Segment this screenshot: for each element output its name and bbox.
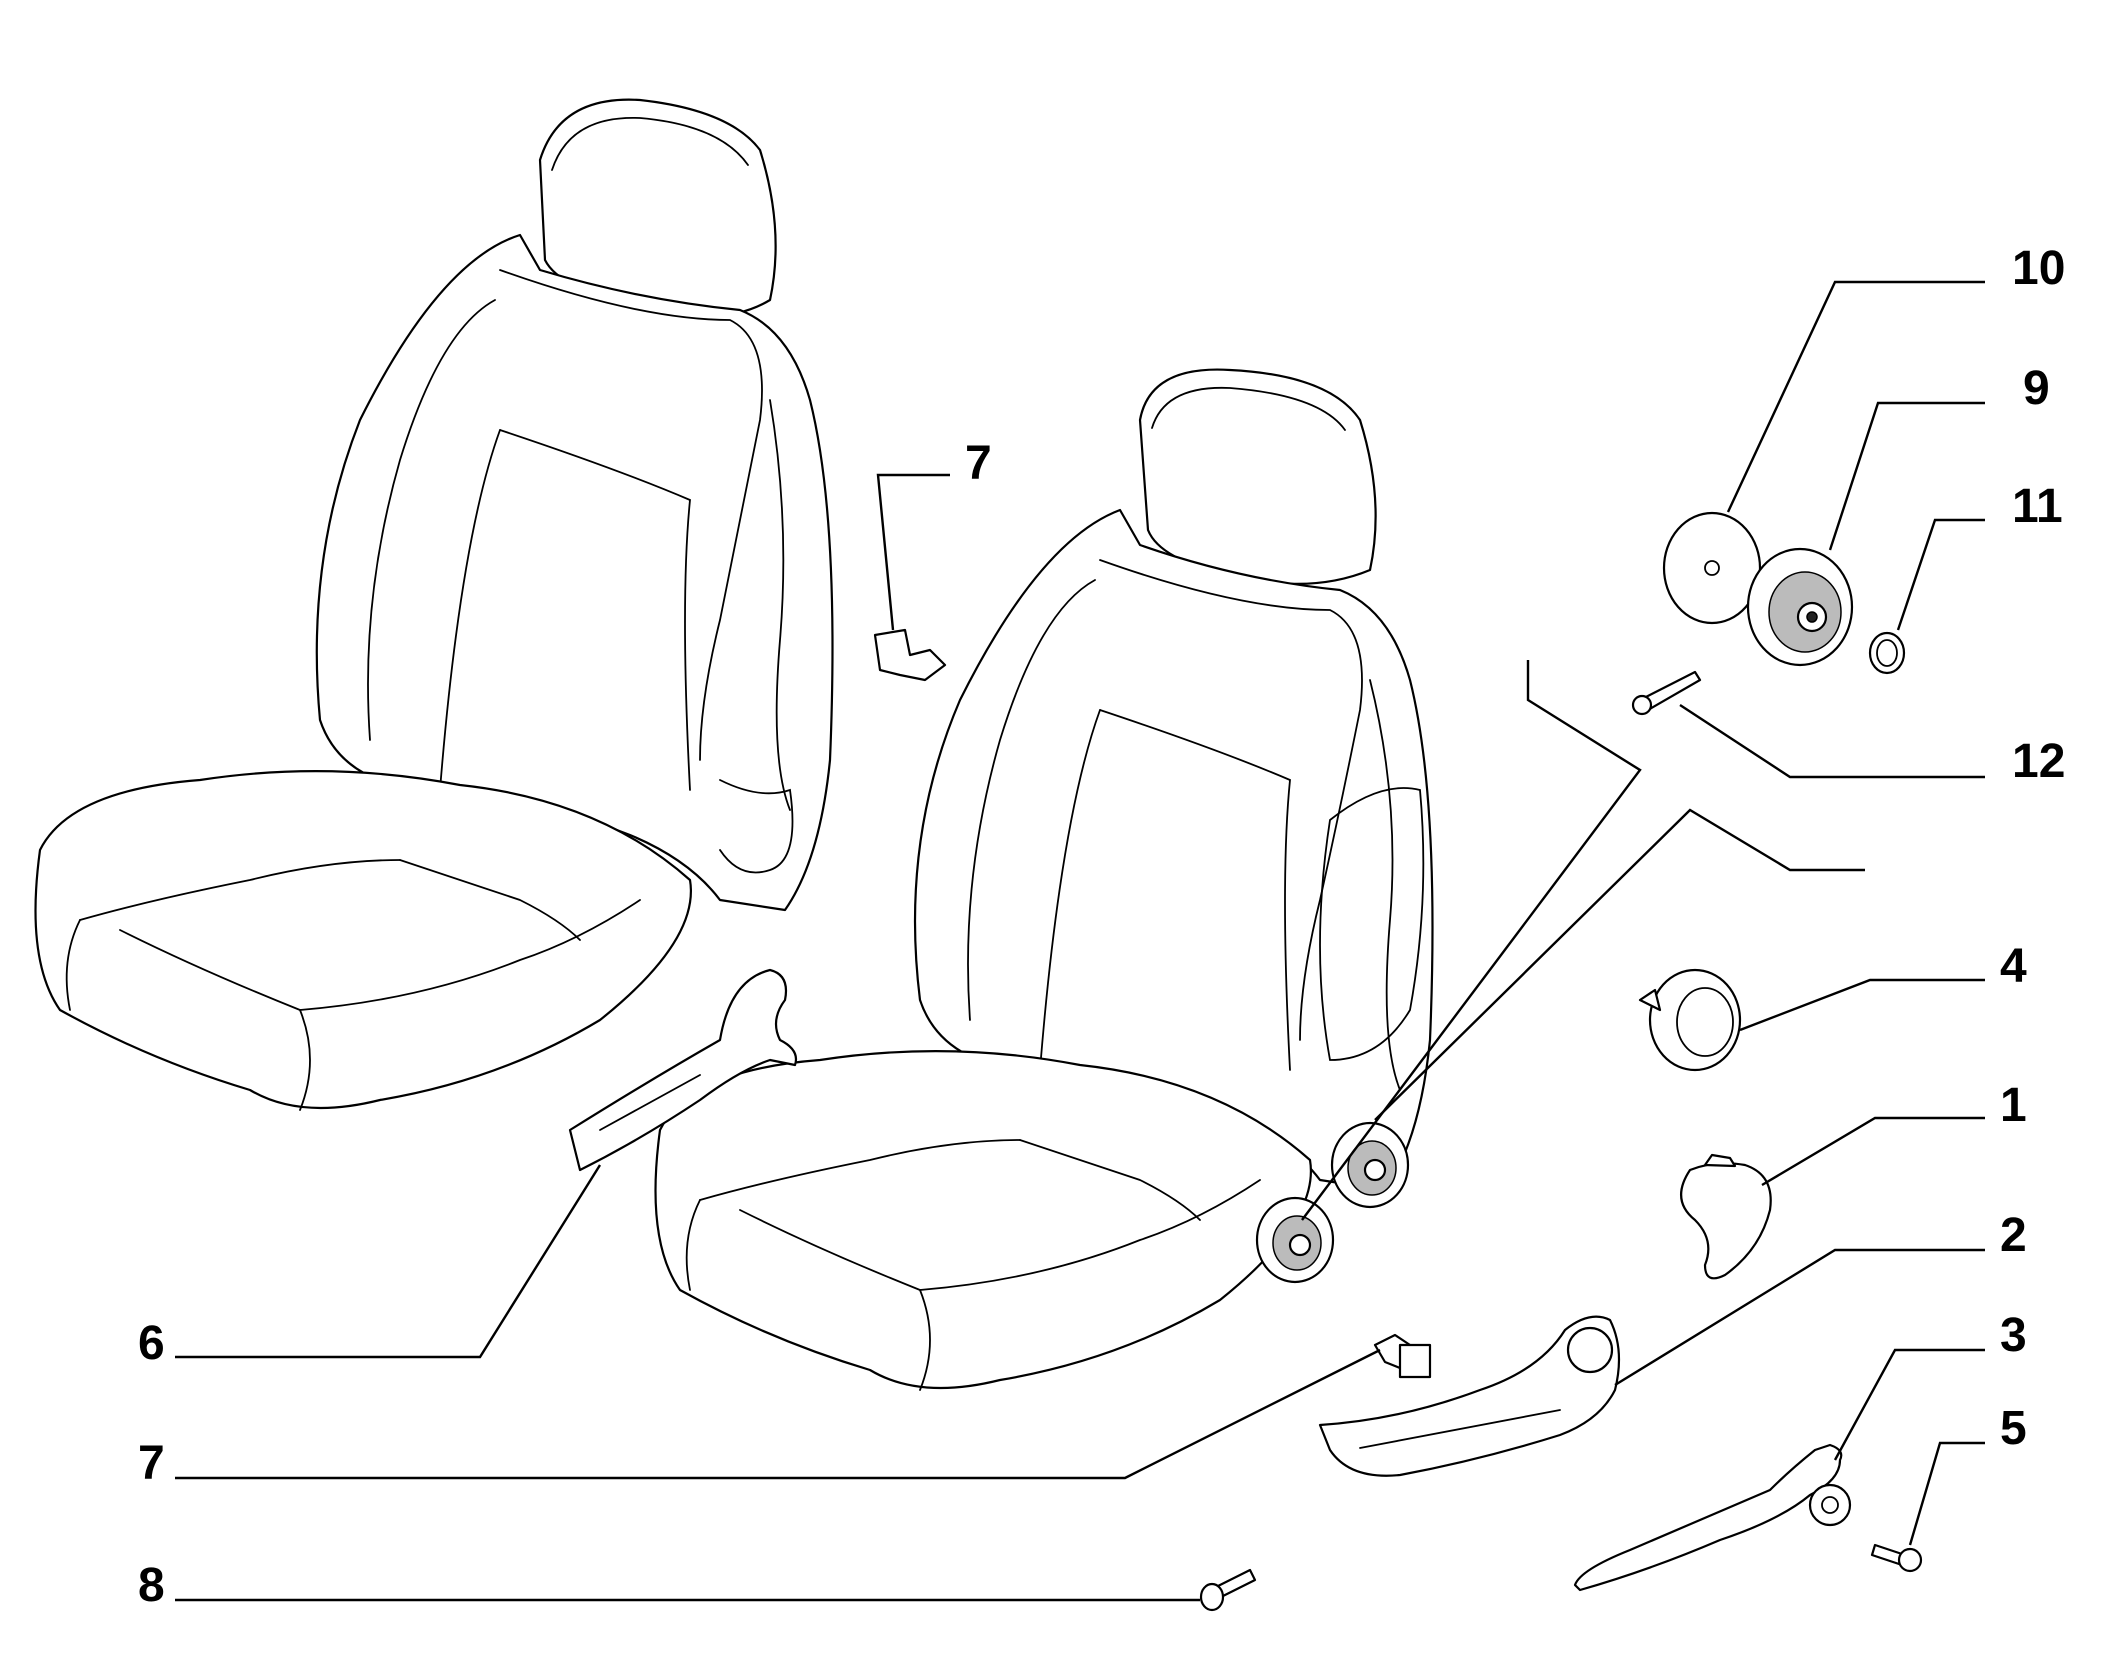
callout-1: 1 [2000, 1079, 2027, 1132]
callout-7-bottom: 7 [138, 1437, 165, 1490]
callout-6: 6 [138, 1317, 165, 1370]
left-seat [34, 98, 834, 1111]
callout-10: 10 [2012, 242, 2066, 295]
clip-icon-top [873, 628, 947, 682]
cap-disc-icon [1662, 511, 1762, 625]
callout-12: 12 [2012, 735, 2066, 788]
callout-11: 11 [2012, 480, 2063, 533]
leader-lines [175, 280, 1985, 1602]
handle-cover-icon [1680, 1153, 1772, 1280]
right-seat [654, 368, 1434, 1391]
callout-3: 3 [2000, 1309, 2027, 1362]
o-ring-icon [1868, 631, 1906, 675]
seat-knob-upper-icon [1330, 1121, 1410, 1209]
callout-2: 2 [2000, 1209, 2027, 1262]
round-knob-icon [1638, 968, 1742, 1072]
side-trim-bracket-icon [568, 968, 798, 1172]
adjuster-knob-icon [1746, 547, 1854, 667]
callout-9: 9 [2023, 362, 2050, 415]
clip-icon-bottom [1373, 1333, 1432, 1379]
recline-lever-icon [1573, 1443, 1852, 1592]
screw-icon [1631, 670, 1702, 716]
bolt-icon [1199, 1568, 1257, 1612]
callout-7-top: 7 [965, 437, 992, 490]
callout-5: 5 [2000, 1402, 2027, 1455]
callout-4: 4 [2000, 940, 2027, 993]
seat-knob-lower-icon [1255, 1196, 1335, 1284]
small-bolt-icon [1870, 1543, 1923, 1573]
callout-8: 8 [138, 1559, 165, 1612]
seat-lever-handle-icon [1318, 1315, 1621, 1477]
